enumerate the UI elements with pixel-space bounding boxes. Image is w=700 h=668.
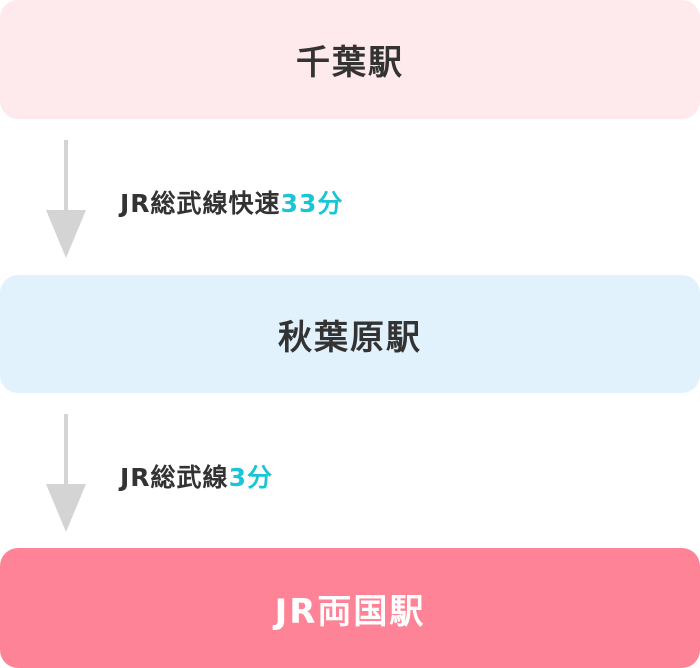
- down-arrow-icon: [46, 140, 86, 258]
- down-arrow-icon: [46, 414, 86, 532]
- station-label: 秋葉原駅: [278, 317, 422, 358]
- station-ryogoku: JR両国駅: [0, 548, 700, 668]
- station-akihabara: 秋葉原駅: [0, 275, 700, 393]
- line-name: JR総武線: [120, 463, 229, 492]
- route-segment: JR総武線快速33分: [120, 184, 343, 220]
- travel-time: 33分: [280, 189, 344, 218]
- line-name: JR総武線快速: [120, 189, 281, 218]
- travel-time: 3分: [228, 463, 273, 492]
- route-segment: JR総武線3分: [120, 458, 273, 494]
- station-chiba: 千葉駅: [0, 0, 700, 119]
- station-label: JR両国駅: [274, 591, 426, 632]
- station-label: 千葉駅: [296, 43, 404, 83]
